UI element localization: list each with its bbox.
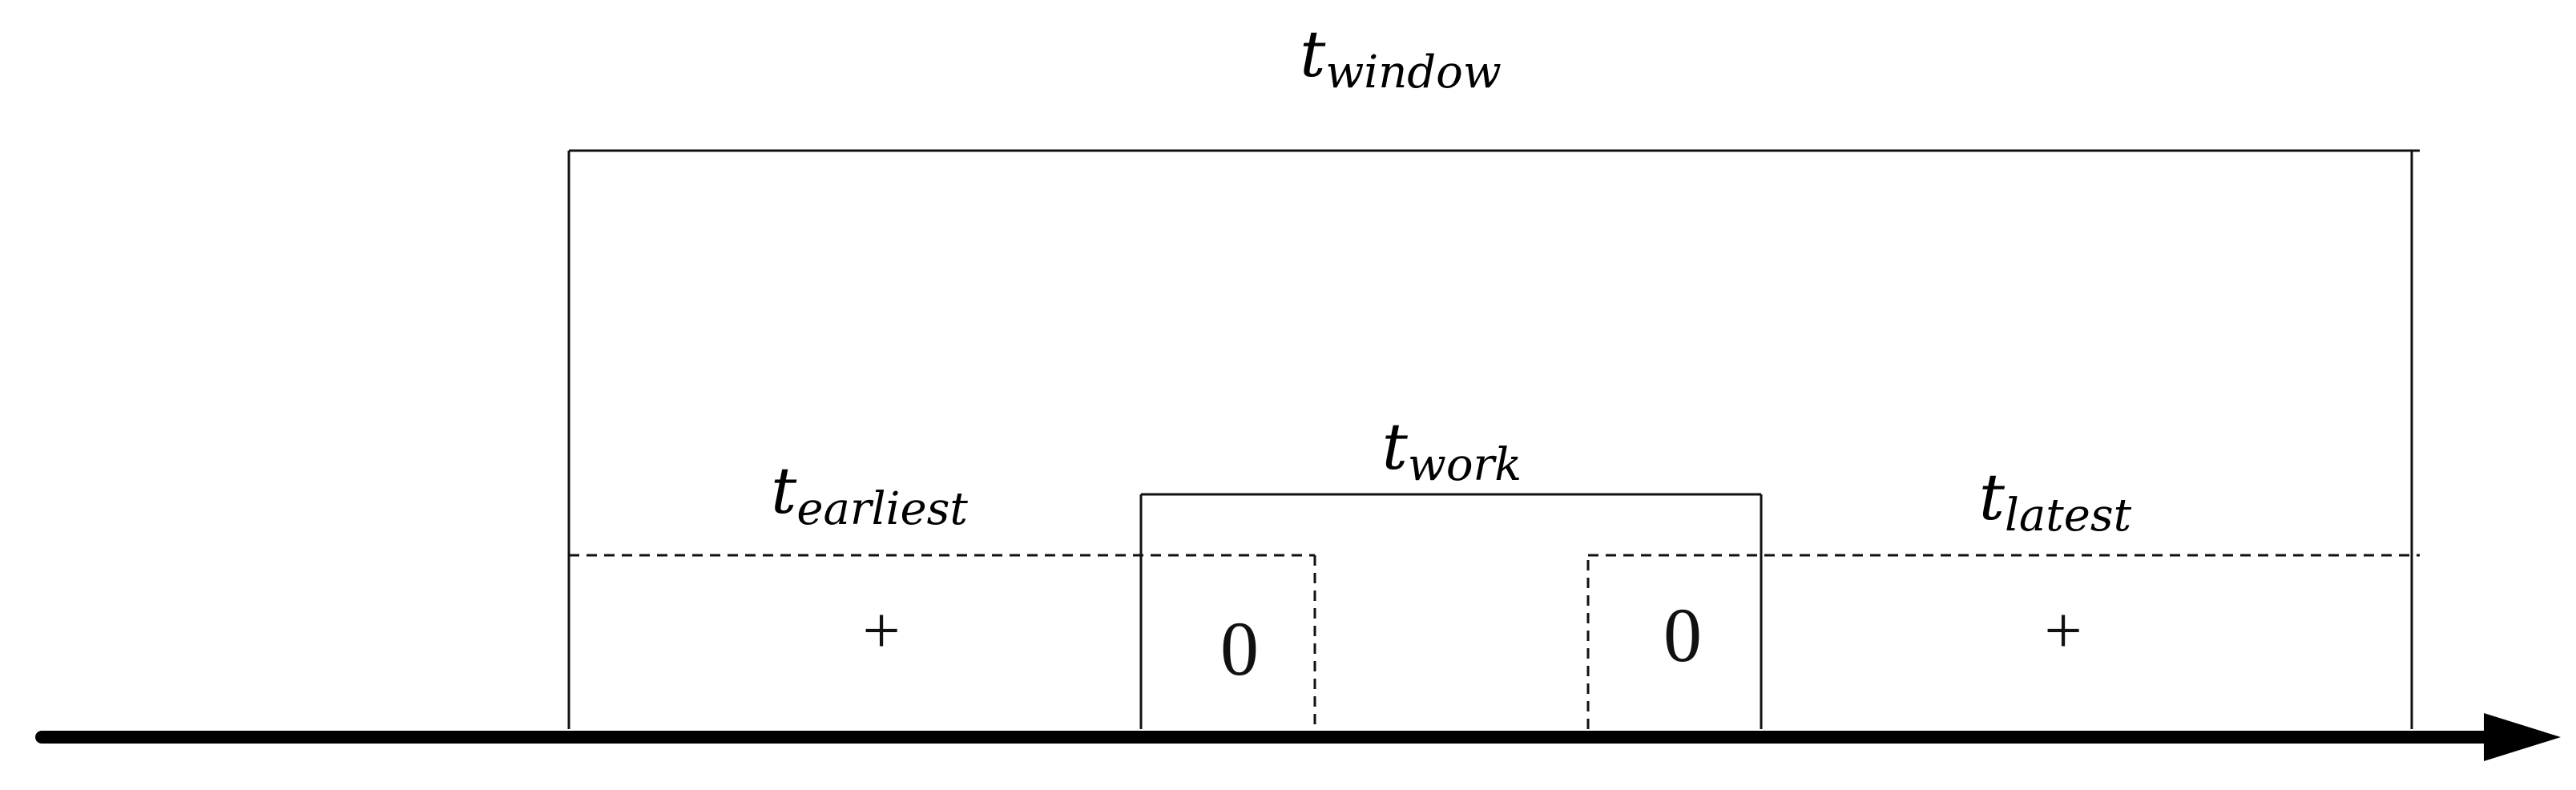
sign-latest-overlap: 0 [1663, 592, 1702, 678]
latest-dashed-region [1586, 554, 2420, 729]
label-t-latest: tlatest [1979, 460, 2132, 542]
earliest-dashed-region [569, 554, 1316, 729]
label-t-work: twork [1382, 409, 1522, 491]
work-frame [1139, 493, 1763, 729]
sign-after-latest: + [2044, 594, 2082, 668]
time-axis-arrow [35, 713, 2561, 761]
sign-before-earliest: + [862, 594, 900, 668]
sign-earliest-overlap: 0 [1220, 606, 1259, 691]
window-frame [567, 149, 2420, 729]
label-t-earliest: tearliest [771, 453, 968, 535]
arrow-head-icon [2484, 713, 2561, 761]
label-t-window: twindow [1300, 17, 1502, 99]
